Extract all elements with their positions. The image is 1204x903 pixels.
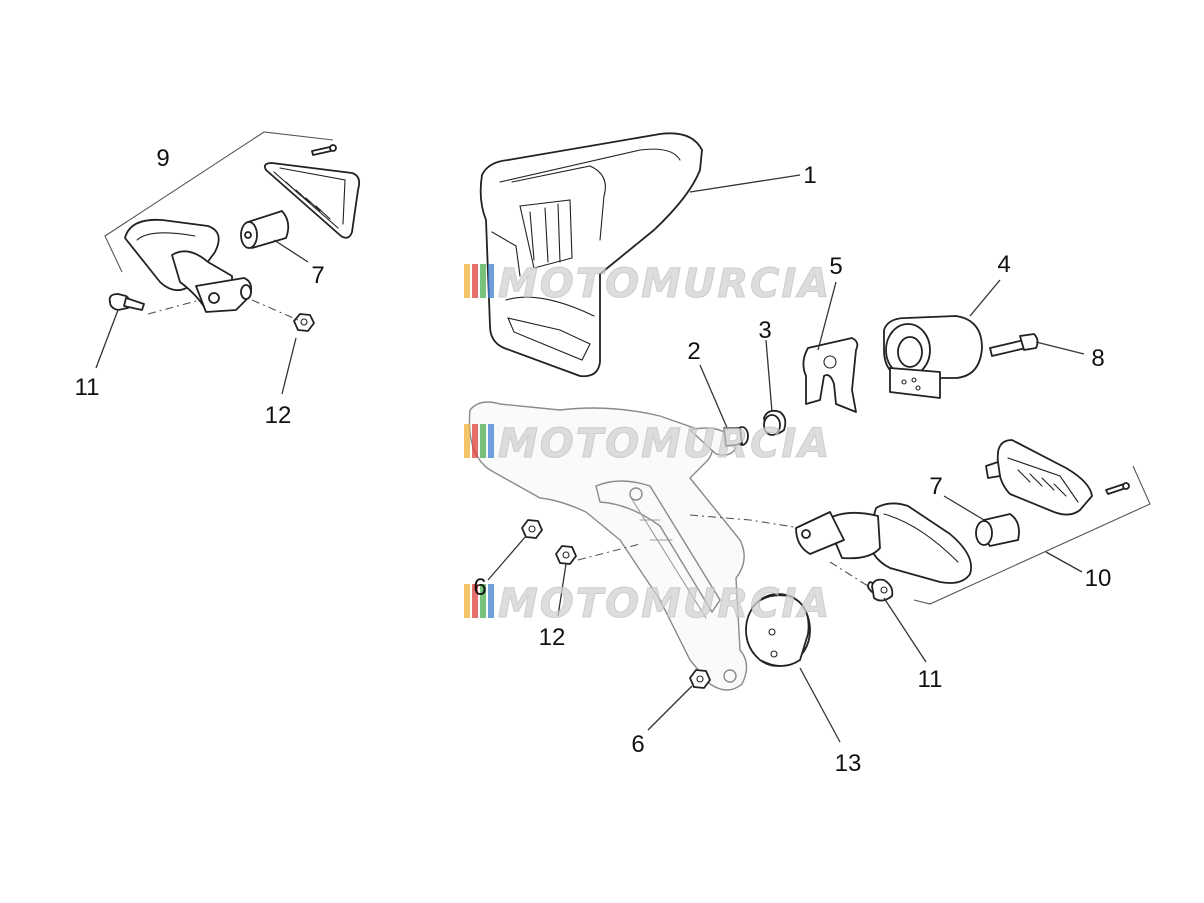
watermark-stripe — [464, 424, 470, 458]
callout-3: 3 — [758, 317, 771, 344]
watermark-stripe — [480, 584, 486, 618]
watermark-stripe — [480, 264, 486, 298]
callout-11-left: 11 — [75, 374, 100, 401]
watermark-middle: MOTOMURCIA — [464, 421, 831, 468]
svg-text:MOTOMURCIA: MOTOMURCIA — [498, 421, 831, 467]
callout-7-left: 7 — [311, 262, 324, 289]
watermark-stripe — [480, 424, 486, 458]
callout-2: 2 — [687, 338, 700, 365]
part-13-plate-light — [745, 593, 811, 667]
left-lens-screw — [311, 144, 337, 156]
tail-light-unit — [479, 132, 703, 378]
callout-6-lower: 6 — [631, 731, 644, 758]
right-bulb — [975, 513, 1020, 547]
callout-4: 4 — [997, 251, 1010, 278]
watermark-stripe — [464, 584, 470, 618]
part-2-grommet — [723, 426, 749, 447]
callout-9: 9 — [156, 145, 169, 172]
watermark-stripe — [488, 424, 494, 458]
callout-10: 10 — [1085, 565, 1112, 592]
left-indicator-body — [124, 218, 253, 313]
nut-6-upper — [521, 519, 543, 539]
watermark-stripe — [472, 584, 478, 618]
nut-6-lower — [689, 669, 711, 689]
watermark-stripe — [488, 264, 494, 298]
part-8-screw — [989, 333, 1039, 357]
left-assembly-axis — [147, 299, 299, 321]
svg-text:MOTOMURCIA: MOTOMURCIA — [498, 581, 831, 627]
right-lens-screw — [1105, 482, 1130, 495]
watermark-stripe — [472, 264, 478, 298]
group-9-bracket — [104, 131, 334, 273]
part-3-bushing — [763, 409, 787, 436]
callout-8: 8 — [1091, 345, 1104, 372]
callout-5: 5 — [829, 253, 842, 280]
callout-11-right: 11 — [918, 666, 943, 693]
svg-text:MOTOMURCIA: MOTOMURCIA — [498, 261, 831, 307]
callout-6-upper: 6 — [473, 574, 486, 601]
callout-labels: 1 2 3 4 5 6 6 7 7 8 9 10 11 11 12 12 13 — [75, 145, 1112, 777]
callout-13: 13 — [835, 750, 862, 777]
left-indicator-assembly — [104, 131, 361, 332]
watermark-top: MOTOMURCIA — [464, 261, 831, 308]
watermark-stripe — [464, 264, 470, 298]
watermark-bottom: MOTOMURCIA — [464, 581, 831, 628]
right-screw-11 — [867, 578, 894, 602]
left-nut-12 — [293, 313, 315, 332]
left-screw-11 — [108, 293, 145, 311]
part-4-lamp-holder — [883, 315, 983, 399]
right-assembly-axis — [829, 561, 869, 587]
right-indicator-body — [795, 502, 972, 584]
left-bulb — [240, 210, 290, 249]
watermark-stripe — [488, 584, 494, 618]
callout-7-right: 7 — [929, 473, 942, 500]
part-5-gasket — [802, 337, 859, 413]
nut-12-middle — [555, 545, 577, 565]
callout-12-middle: 12 — [539, 624, 566, 651]
watermark-stripe — [472, 424, 478, 458]
right-indicator-assembly — [795, 439, 1151, 605]
center-axis-line — [577, 514, 801, 561]
left-indicator-lens — [263, 162, 361, 239]
callout-1: 1 — [803, 162, 816, 189]
right-indicator-lens — [985, 439, 1093, 516]
callout-12-left: 12 — [265, 402, 292, 429]
leader-lines — [95, 174, 1085, 743]
group-10-bracket — [913, 465, 1151, 605]
